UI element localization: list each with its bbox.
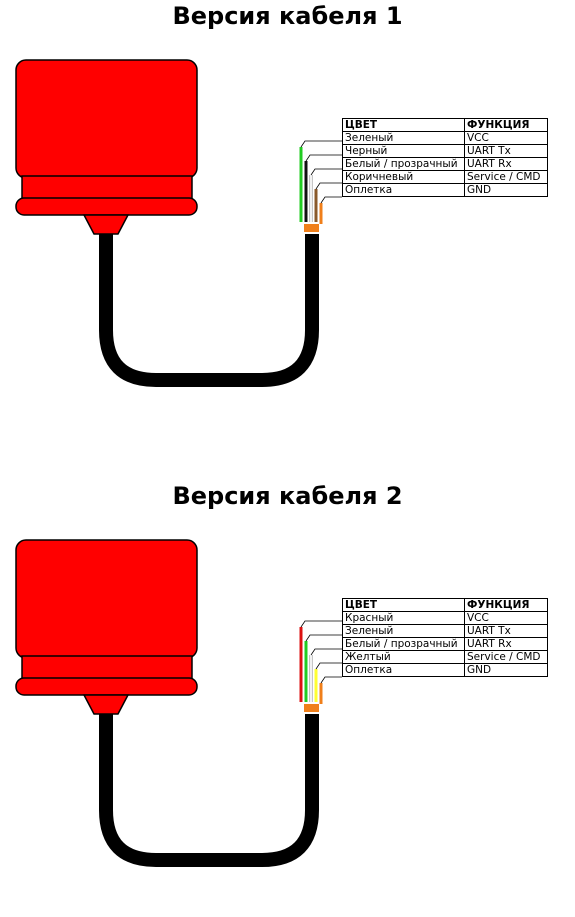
wire-color-name: Белый / прозрачный <box>342 637 465 651</box>
leader-line <box>315 182 342 190</box>
wire-color-name: Желтый <box>342 650 465 664</box>
wire-color-name: Зеленый <box>342 624 465 638</box>
wire-function: Service / CMD <box>464 650 548 664</box>
pinout-table: ЦВЕТ ФУНКЦИЯ Зеленый VCC Черный UART Tx … <box>342 118 548 197</box>
wire-leads <box>299 140 342 224</box>
wire-color-name: Оплетка <box>342 183 465 197</box>
leader-line <box>305 634 342 642</box>
table-row: Красный VCC <box>342 611 548 625</box>
sheath-end <box>304 704 319 712</box>
leader-line <box>320 676 342 684</box>
cable-line <box>99 704 319 867</box>
header-function: ФУНКЦИЯ <box>464 118 548 132</box>
cable-drawing <box>15 539 342 867</box>
header-color: ЦВЕТ <box>342 598 465 612</box>
leader-line <box>320 196 342 204</box>
cable-version-2: Версия кабеля 2 ЦВЕТ ФУНКЦИЯ Красный VCC… <box>0 480 575 917</box>
table-header-row: ЦВЕТ ФУНКЦИЯ <box>342 118 548 132</box>
table-row: Белый / прозрачный UART Rx <box>342 157 548 171</box>
leader-line <box>300 620 342 628</box>
leader-line <box>310 168 342 176</box>
wire-leads <box>299 620 342 704</box>
wire-color-name: Зеленый <box>342 131 465 145</box>
version-title: Версия кабеля 2 <box>172 482 403 510</box>
table-row: Зеленый VCC <box>342 131 548 145</box>
wire-function: UART Rx <box>464 157 548 171</box>
header-color: ЦВЕТ <box>342 118 465 132</box>
wire-function: GND <box>464 663 548 677</box>
wire-color-name: Коричневый <box>342 170 465 184</box>
wire-function: Service / CMD <box>464 170 548 184</box>
cable-line <box>99 224 319 387</box>
leader-line <box>315 662 342 670</box>
connector-strain-relief <box>82 694 130 715</box>
wire-function: VCC <box>464 131 548 145</box>
connector-housing <box>15 539 198 659</box>
wire-function: UART Rx <box>464 637 548 651</box>
table-row: Желтый Service / CMD <box>342 650 548 664</box>
leader-line <box>310 648 342 656</box>
connector-flange <box>15 197 198 216</box>
wire-function: GND <box>464 183 548 197</box>
wire-function: UART Tx <box>464 624 548 638</box>
connector-strain-relief <box>82 214 130 235</box>
connector-body <box>15 59 198 235</box>
leader-line <box>300 140 342 148</box>
cable <box>99 714 319 867</box>
table-row: Черный UART Tx <box>342 144 548 158</box>
pinout-table: ЦВЕТ ФУНКЦИЯ Красный VCC Зеленый UART Tx… <box>342 598 548 677</box>
cable-version-1: Версия кабеля 1 ЦВЕТ ФУНКЦИЯ Зеленый VCC… <box>0 0 575 437</box>
version-title: Версия кабеля 1 <box>172 2 403 30</box>
table-row: Коричневый Service / CMD <box>342 170 548 184</box>
wire-function: UART Tx <box>464 144 548 158</box>
cable-drawing <box>15 59 342 387</box>
wire-color-name: Красный <box>342 611 465 625</box>
table-row: Зеленый UART Tx <box>342 624 548 638</box>
connector-body <box>15 539 198 715</box>
table-row: Белый / прозрачный UART Rx <box>342 637 548 651</box>
table-header-row: ЦВЕТ ФУНКЦИЯ <box>342 598 548 612</box>
sheath-end <box>304 224 319 232</box>
wire-function: VCC <box>464 611 548 625</box>
header-function: ФУНКЦИЯ <box>464 598 548 612</box>
connector-flange <box>15 677 198 696</box>
table-row: Оплетка GND <box>342 663 548 677</box>
connector-housing <box>15 59 198 179</box>
wire-color-name: Черный <box>342 144 465 158</box>
leader-line <box>305 154 342 162</box>
wire-color-name: Белый / прозрачный <box>342 157 465 171</box>
cable <box>99 234 319 387</box>
table-row: Оплетка GND <box>342 183 548 197</box>
wire-color-name: Оплетка <box>342 663 465 677</box>
